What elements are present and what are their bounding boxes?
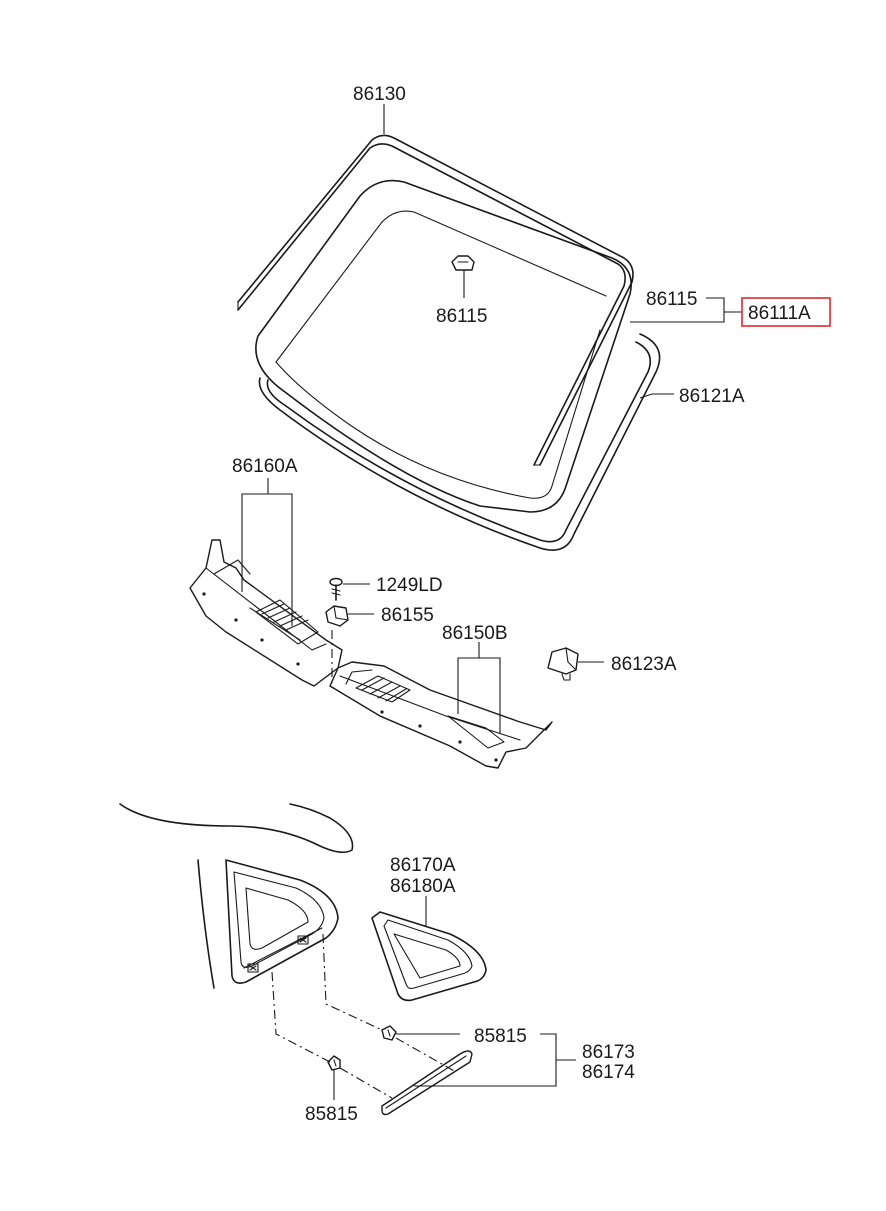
cowl-top-cover-right [329, 661, 553, 769]
label-86160A[interactable]: 86160A [232, 456, 298, 477]
highlight-box [741, 297, 831, 327]
label-85815-lower[interactable]: 85815 [305, 1104, 358, 1125]
label-86123A[interactable]: 86123A [611, 654, 677, 675]
cowl-top-cover-left [189, 539, 343, 687]
seal [547, 647, 604, 681]
screw [329, 577, 370, 601]
label-86155[interactable]: 86155 [381, 605, 434, 626]
label-86173[interactable]: 86173 [582, 1042, 635, 1063]
label-86121A[interactable]: 86121A [679, 386, 745, 407]
leader-lines [241, 104, 742, 1100]
windshield-glass [255, 179, 632, 513]
windshield-dam-rubber [258, 333, 661, 551]
garnish [381, 1050, 473, 1116]
label-86174[interactable]: 86174 [582, 1062, 635, 1083]
label-86111A[interactable]: 86111A [748, 303, 811, 324]
label-86115-center[interactable]: 86115 [436, 306, 487, 327]
label-85815-upper[interactable]: 85815 [474, 1026, 527, 1047]
body-contour [119, 803, 354, 989]
label-86115-side[interactable]: 86115 [646, 289, 697, 310]
clip-upper [381, 1025, 397, 1041]
quarter-glass [371, 911, 487, 1002]
quarter-glass-installed [225, 859, 339, 984]
label-86130[interactable]: 86130 [353, 84, 406, 105]
clip-center [451, 255, 475, 298]
label-86180A[interactable]: 86180A [390, 876, 456, 897]
label-86170A[interactable]: 86170A [390, 855, 456, 876]
clip-lower [327, 1055, 341, 1071]
label-86150B[interactable]: 86150B [442, 623, 508, 644]
label-1249LD[interactable]: 1249LD [376, 575, 443, 596]
assembly-lines [271, 630, 457, 1099]
windshield-molding [237, 134, 634, 466]
nut-clip [325, 605, 374, 627]
